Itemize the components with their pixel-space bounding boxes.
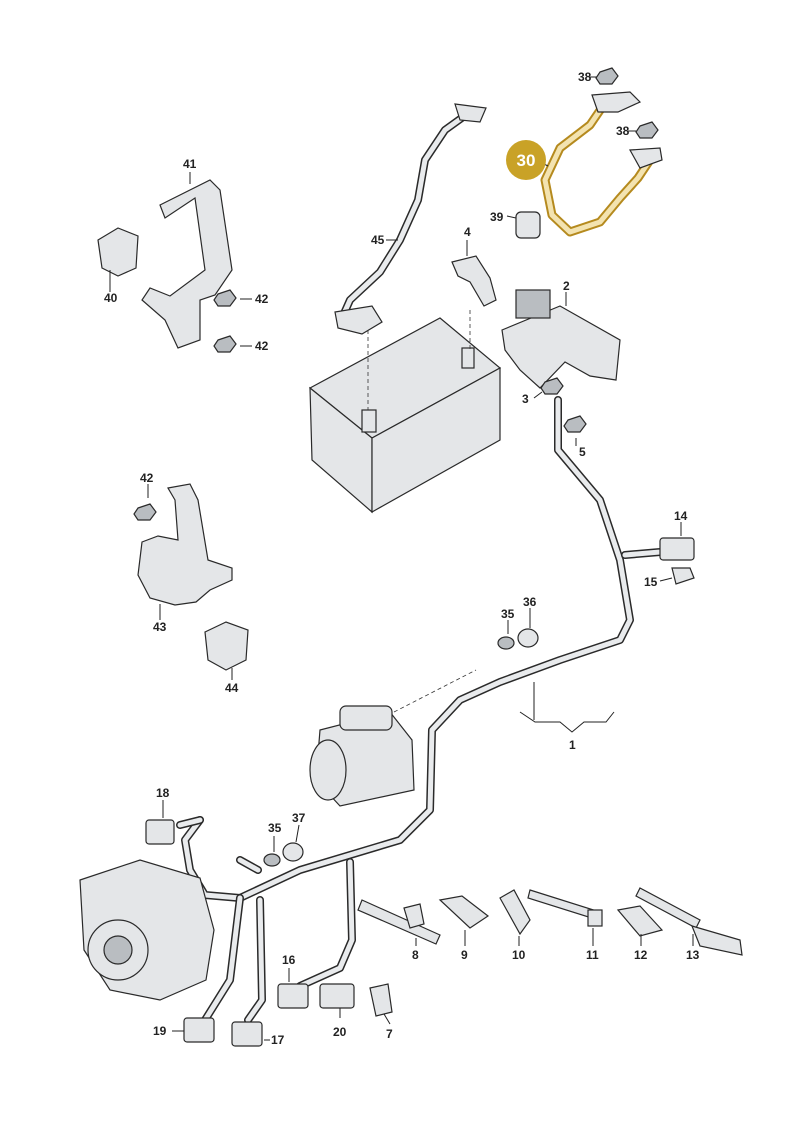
callout-19[interactable]: 19: [153, 1024, 167, 1038]
clip-7[interactable]: [369, 983, 393, 1017]
callout-42b[interactable]: 42: [255, 339, 269, 353]
nut-5[interactable]: [563, 415, 587, 433]
bracket-43[interactable]: [137, 483, 233, 606]
nut-3[interactable]: [540, 377, 564, 395]
callout-18[interactable]: 18: [156, 786, 170, 800]
alternator[interactable]: [79, 859, 215, 1001]
callout-13[interactable]: 13: [686, 948, 700, 962]
fuse-carrier-2[interactable]: [501, 289, 621, 389]
connector-14[interactable]: [659, 537, 695, 561]
bracket-41[interactable]: [141, 179, 233, 349]
callout-36[interactable]: 36: [523, 595, 537, 609]
callout-9[interactable]: 9: [461, 948, 468, 962]
callout-43[interactable]: 43: [153, 620, 167, 634]
callout-badge-30[interactable]: 30: [506, 140, 546, 180]
sleeve-36[interactable]: [517, 628, 539, 648]
nut-38b[interactable]: [635, 121, 659, 139]
callout-16[interactable]: 16: [282, 953, 296, 967]
terminal-clamp-4[interactable]: [451, 255, 497, 307]
battery[interactable]: [308, 317, 502, 514]
callout-11[interactable]: 11: [586, 948, 599, 962]
connector-19[interactable]: [183, 1017, 215, 1043]
grommet-35a[interactable]: [497, 636, 515, 650]
clip-40[interactable]: [97, 227, 139, 277]
nut-42-mid[interactable]: [213, 335, 237, 353]
callout-38b[interactable]: 38: [616, 124, 630, 138]
callout-45[interactable]: 45: [371, 233, 385, 247]
callout-4[interactable]: 4: [464, 225, 471, 239]
callout-3[interactable]: 3: [522, 392, 529, 406]
battery-ground-strap[interactable]: [540, 91, 663, 237]
nut-38a[interactable]: [595, 67, 619, 85]
wiring-harness-1[interactable]: [176, 396, 676, 1024]
cable-tie-11[interactable]: [527, 889, 603, 927]
callout-37[interactable]: 37: [292, 811, 306, 825]
callout-8[interactable]: 8: [412, 948, 419, 962]
grommet-35b[interactable]: [263, 853, 281, 867]
callout-1[interactable]: 1: [569, 738, 576, 752]
nut-42-lower[interactable]: [133, 503, 157, 521]
callout-35b[interactable]: 35: [268, 821, 282, 835]
callout-44[interactable]: 44: [225, 681, 239, 695]
callout-15[interactable]: 15: [644, 575, 658, 589]
callout-20[interactable]: 20: [333, 1025, 347, 1039]
sleeve-39[interactable]: [515, 211, 541, 239]
callout-42a[interactable]: 42: [255, 292, 269, 306]
cable-tie-13[interactable]: [635, 887, 743, 956]
callout-10[interactable]: 10: [512, 948, 526, 962]
sleeve-37[interactable]: [282, 842, 304, 862]
callout-40[interactable]: 40: [104, 291, 118, 305]
callout-2[interactable]: 2: [563, 279, 570, 293]
callout-14[interactable]: 14: [674, 509, 688, 523]
callout-35a[interactable]: 35: [501, 607, 515, 621]
callout-5[interactable]: 5: [579, 445, 586, 459]
callout-38a[interactable]: 38: [578, 70, 592, 84]
starter-motor[interactable]: [309, 705, 415, 807]
callout-30-label: 30: [517, 151, 536, 170]
callout-39[interactable]: 39: [490, 210, 504, 224]
positive-cable-45[interactable]: [334, 103, 487, 335]
clip-12[interactable]: [616, 905, 664, 937]
clip-15[interactable]: [671, 567, 695, 585]
connector-17[interactable]: [231, 1021, 263, 1047]
callout-42c[interactable]: 42: [140, 471, 154, 485]
connector-20[interactable]: [319, 983, 355, 1009]
clip-10[interactable]: [499, 889, 531, 936]
callout-17[interactable]: 17: [271, 1033, 285, 1047]
callout-41[interactable]: 41: [183, 157, 197, 171]
callout-7[interactable]: 7: [386, 1027, 393, 1041]
clip-44[interactable]: [204, 621, 249, 671]
callout-12[interactable]: 12: [634, 948, 648, 962]
connector-18[interactable]: [145, 819, 175, 845]
clip-9[interactable]: [438, 895, 490, 929]
connector-16[interactable]: [277, 983, 309, 1009]
nut-42-top[interactable]: [213, 289, 237, 307]
cable-tie-8[interactable]: [357, 899, 441, 945]
